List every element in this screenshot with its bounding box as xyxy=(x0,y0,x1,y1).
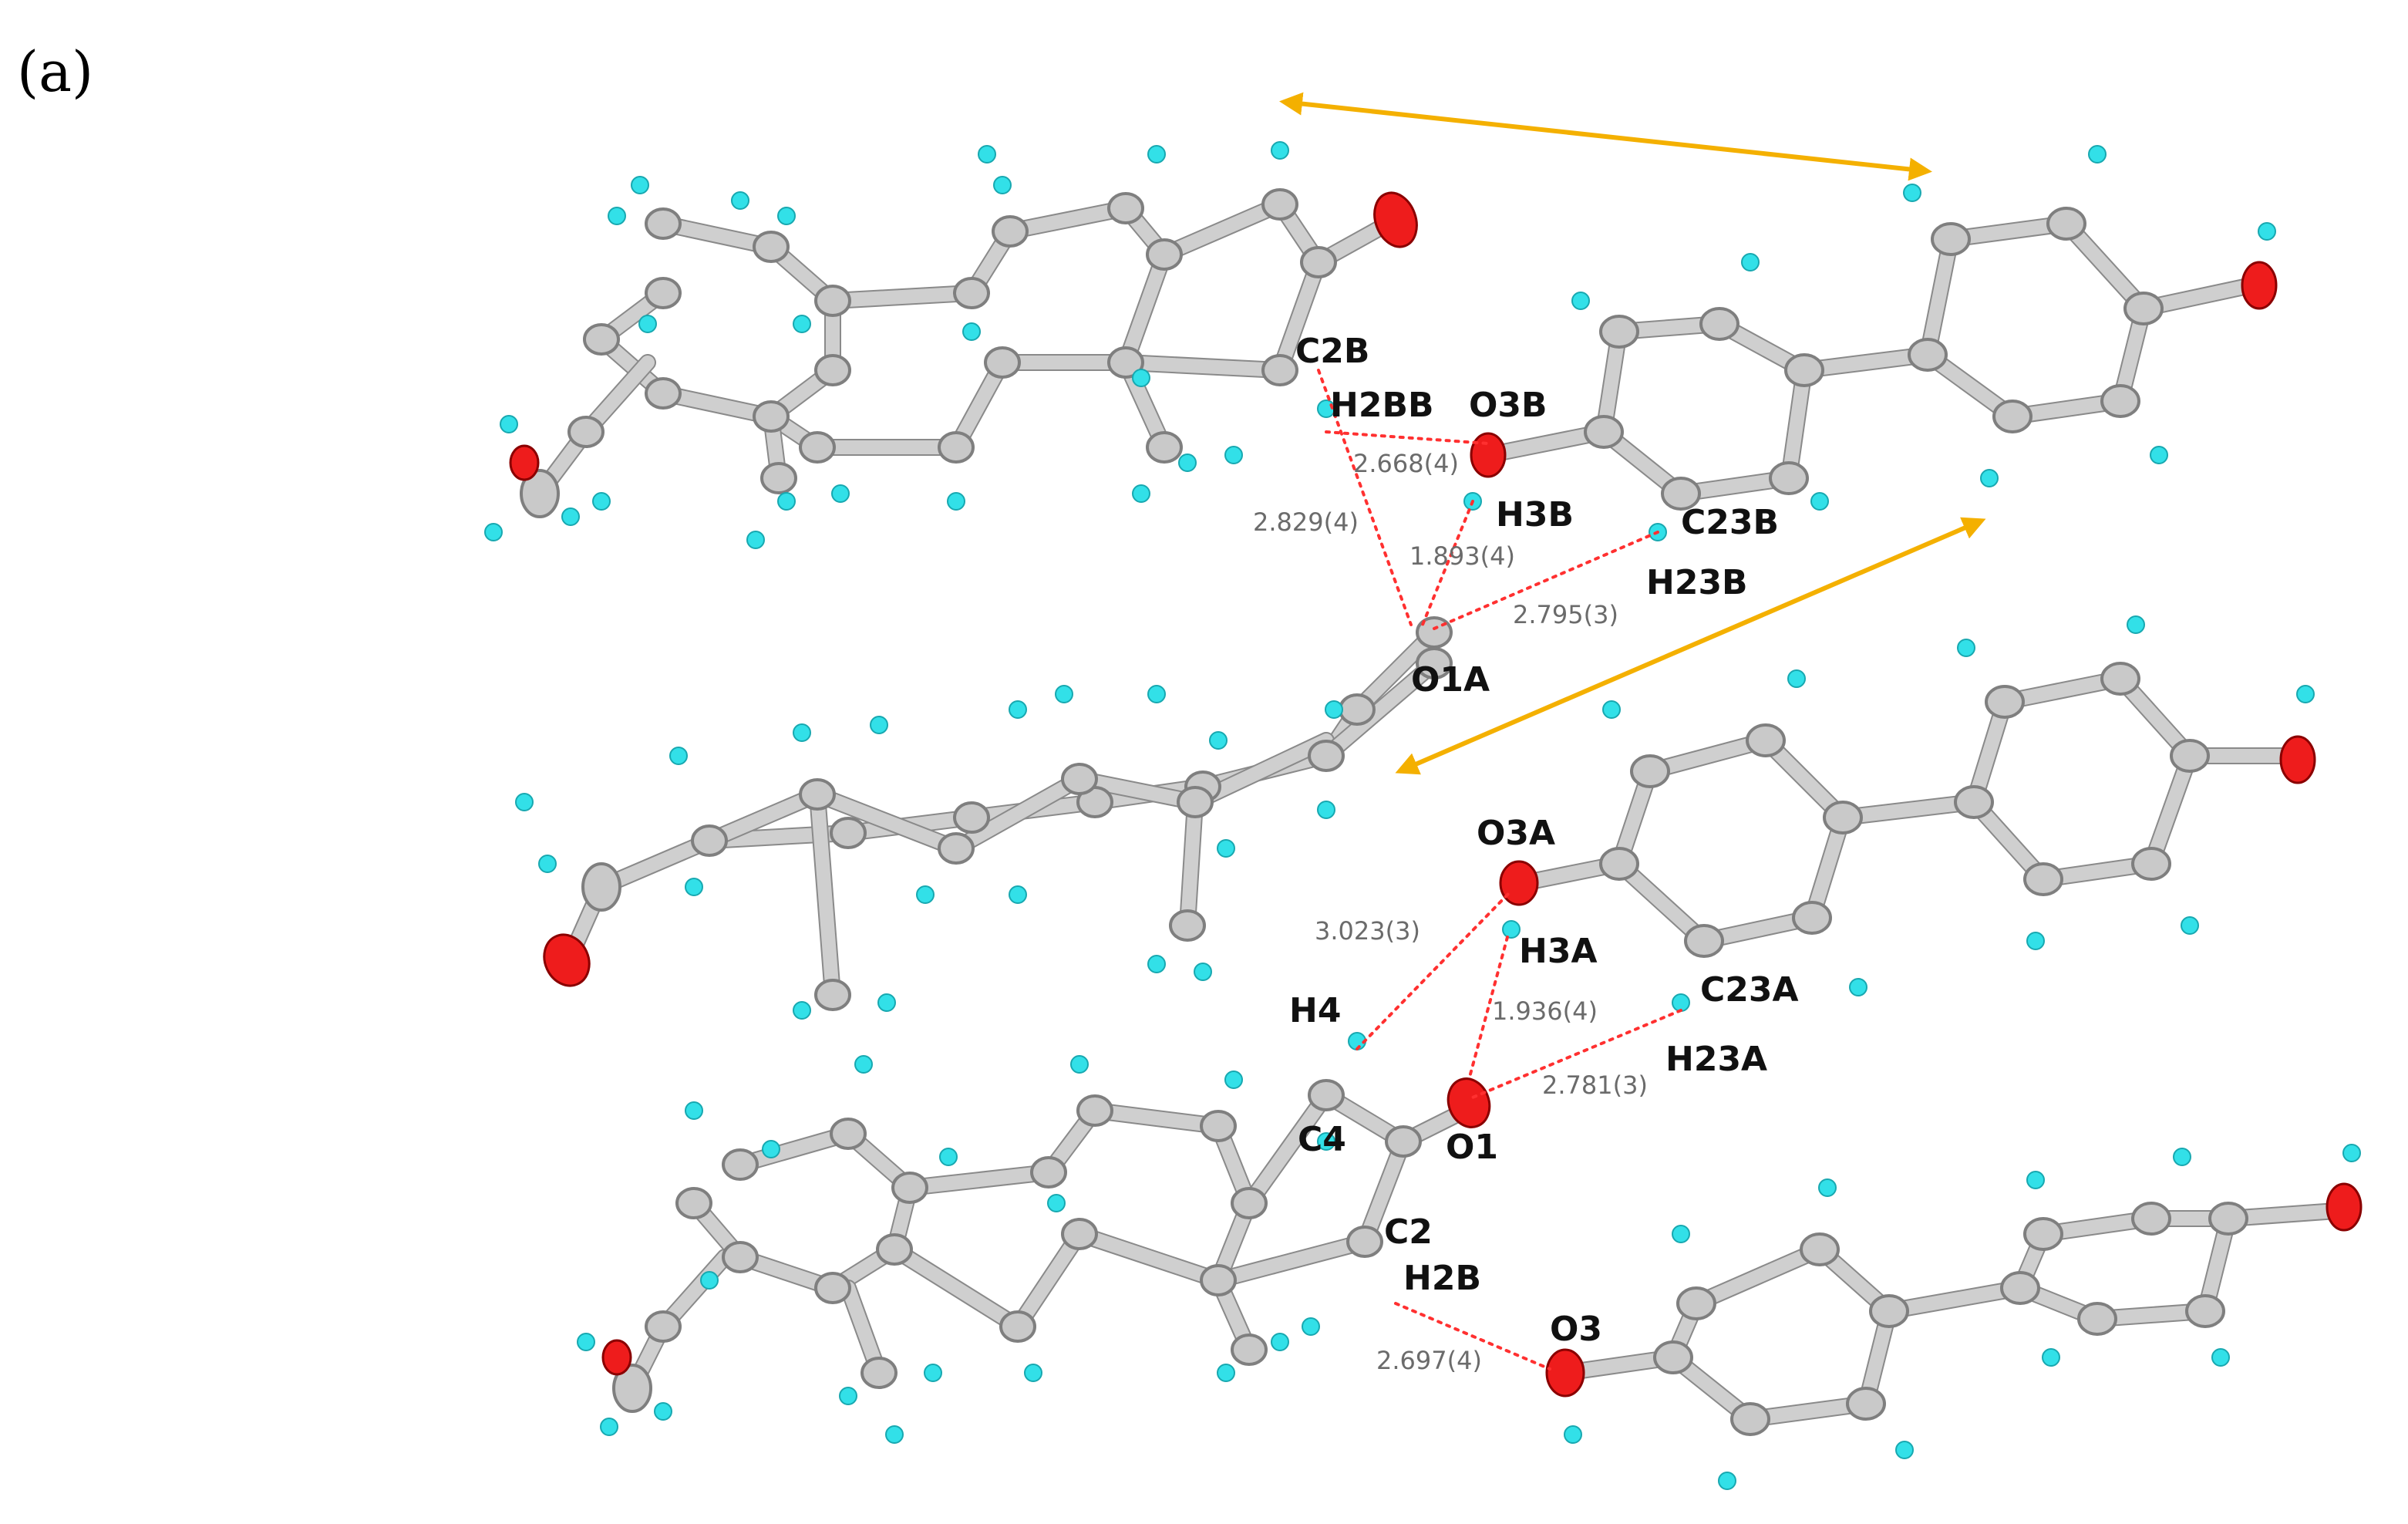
distance-h2b-o3: 2.697(4) xyxy=(1376,1346,1482,1375)
label-o1: O1 xyxy=(1446,1128,1498,1167)
atom-labels: C2B H2BB O3B H3B C23B H23B O1A O3A H3A C… xyxy=(1289,332,1799,1349)
biphenyl-molecule-b xyxy=(1463,145,2278,541)
contact-h3b-o1a xyxy=(1421,500,1474,626)
contact-c2b-o1a xyxy=(1317,369,1413,626)
panel-label: (a) xyxy=(17,39,93,104)
label-h3a: H3A xyxy=(1519,932,1598,971)
distance-labels: 2.668(4) 2.829(4) 1.893(4) 2.795(3) 3.02… xyxy=(1253,449,1648,1375)
steroid-molecule-b xyxy=(484,141,1418,549)
contact-h23a-o1 xyxy=(1467,1009,1682,1101)
label-c23a: C23A xyxy=(1700,970,1799,1010)
steroid-molecule-bottom xyxy=(577,1032,1491,1444)
contact-h23b-o1a xyxy=(1433,531,1659,630)
contact-h2bb-o3b xyxy=(1325,430,1490,445)
label-c23b: C23B xyxy=(1681,503,1779,542)
label-h23a: H23A xyxy=(1665,1040,1767,1079)
label-o3: O3 xyxy=(1550,1310,1602,1349)
stacking-arrow-middle xyxy=(1395,517,1986,775)
contact-h3a-o1 xyxy=(1467,936,1509,1081)
hydrogen-bond-contacts xyxy=(1317,369,1682,1371)
distance-h23b-o1a: 2.795(3) xyxy=(1513,600,1618,629)
label-o3a: O3A xyxy=(1477,814,1555,853)
biphenyl-molecule-a xyxy=(1499,615,2316,1012)
distance-h2bb-o3b: 2.668(4) xyxy=(1353,449,1459,478)
distance-h3b-o1a: 1.893(4) xyxy=(1409,541,1515,571)
distance-c2b-o1a: 2.829(4) xyxy=(1253,507,1359,537)
label-c4: C4 xyxy=(1298,1120,1346,1159)
distance-h23a-o1: 2.781(3) xyxy=(1542,1071,1648,1100)
biphenyl-molecule-bottom xyxy=(1545,1144,2363,1490)
label-o1a: O1A xyxy=(1411,660,1490,700)
label-h23b: H23B xyxy=(1646,563,1748,602)
label-h2bb: H2BB xyxy=(1330,386,1434,425)
distance-h4-o3a: 3.023(3) xyxy=(1315,916,1420,946)
label-h2b: H2B xyxy=(1403,1259,1481,1298)
steroid-molecule-a xyxy=(515,616,1453,1020)
contact-h4-o3a xyxy=(1356,889,1513,1050)
stacking-arrow-top xyxy=(1279,92,1932,181)
label-o3b: O3B xyxy=(1469,386,1548,425)
contact-h2b-o3 xyxy=(1394,1302,1551,1371)
label-c2b: C2B xyxy=(1295,332,1369,371)
label-c2: C2 xyxy=(1384,1212,1433,1252)
label-h4: H4 xyxy=(1289,991,1341,1030)
label-h3b: H3B xyxy=(1496,495,1574,534)
distance-h3a-o1: 1.936(4) xyxy=(1492,996,1598,1026)
stacking-arrows xyxy=(1279,92,1986,775)
